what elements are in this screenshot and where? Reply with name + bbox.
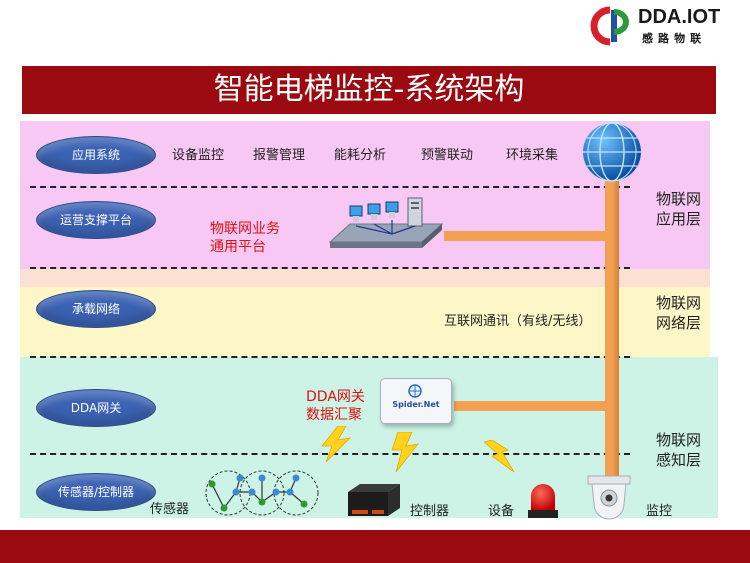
app-item-device-monitoring: 设备监控	[172, 148, 225, 163]
spider-web-icon	[408, 384, 422, 398]
row-label-application-system: 应用系统	[36, 136, 156, 174]
company-logo: DDA.IOT 感 路 物 联	[590, 4, 740, 48]
title-bar	[22, 66, 716, 114]
gateway-text: DDA网关 数据汇聚	[306, 389, 365, 423]
server-network-icon	[328, 197, 444, 248]
layer-label-perception: 物联网感知层	[656, 431, 702, 469]
divider-line	[30, 356, 630, 358]
sensor-label: 传感器	[150, 502, 190, 517]
network-communication-text: 互联网通讯（有线/无线）	[444, 314, 592, 329]
device-label: 设备	[488, 504, 515, 519]
band-separator	[20, 269, 710, 287]
wireless-signal-icon	[484, 440, 515, 473]
wireless-signal-icon	[321, 426, 352, 462]
platform-connector	[444, 231, 608, 241]
row-label-sensor-controller: 传感器/控制器	[36, 473, 156, 511]
divider-line	[30, 267, 630, 269]
surveillance-camera-icon	[587, 475, 631, 520]
row-label-dda-gateway: DDA网关	[36, 389, 156, 427]
row-label-operations-platform: 运营支撑平台	[36, 201, 156, 239]
app-item-energy-analysis: 能耗分析	[334, 148, 387, 163]
alarm-light-icon	[528, 484, 558, 518]
footer-bar	[0, 530, 750, 563]
row-label-carrier-network: 承载网络	[36, 290, 156, 328]
gateway-device-label: Spider.Net	[392, 400, 440, 409]
app-item-alarm-management: 报警管理	[253, 148, 306, 163]
gateway-device: Spider.Net	[380, 378, 452, 424]
wireless-signal-icon	[391, 432, 419, 472]
logo-subtext: 感 路 物 联	[642, 33, 703, 45]
sensor-network-icon	[205, 470, 319, 516]
globe-icon	[583, 122, 641, 182]
app-item-environment-collection: 环境采集	[506, 148, 559, 163]
divider-line	[30, 186, 630, 188]
gateway-connector	[454, 401, 608, 411]
monitor-label: 监控	[646, 504, 673, 519]
app-item-warning-linkage: 预警联动	[421, 148, 474, 163]
logo-mark-icon	[590, 6, 629, 46]
platform-text: 物联网业务 通用平台	[210, 221, 280, 255]
layer-label-application: 物联网应用层	[656, 190, 702, 228]
logo-text: DDA.IOT	[638, 6, 721, 28]
diagram-title: 智能电梯监控-系统架构	[213, 72, 525, 107]
layer-label-network: 物联网网络层	[656, 294, 702, 332]
controller-label: 控制器	[410, 504, 450, 519]
controller-device-icon	[348, 484, 400, 516]
vertical-pipe	[605, 170, 619, 490]
